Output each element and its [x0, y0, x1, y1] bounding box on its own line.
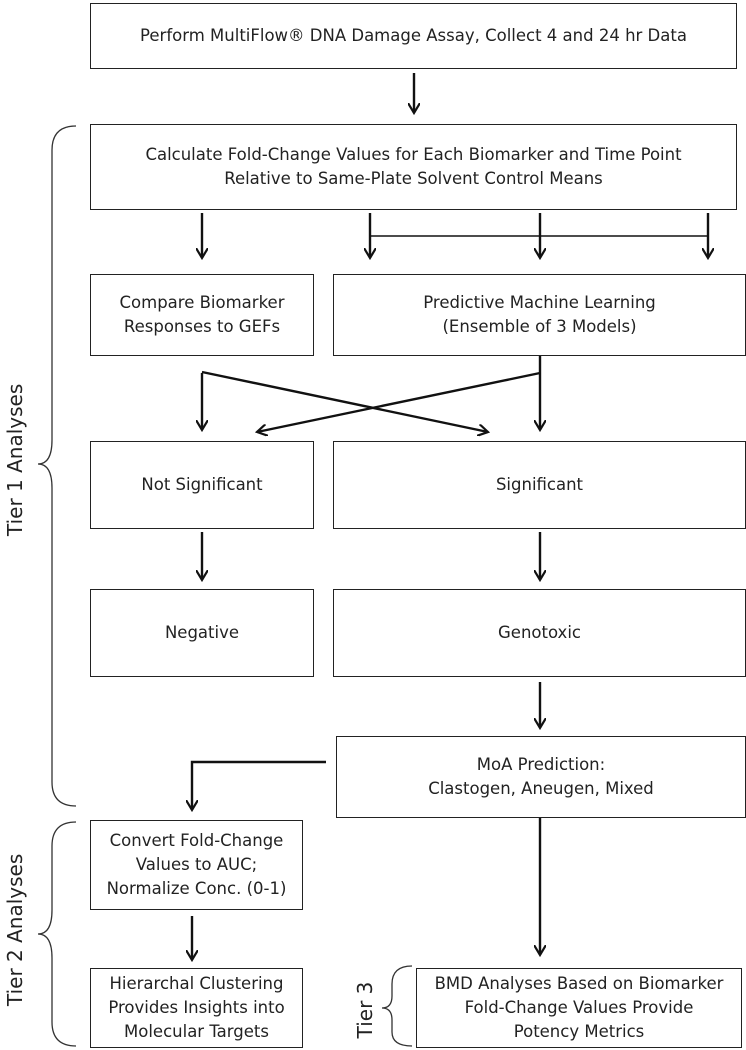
- tier1-label: Tier 1 Analyses: [3, 383, 27, 536]
- significant-box: Significant: [333, 441, 746, 529]
- predictive-machine-learning-box: Predictive Machine Learning (Ensemble of…: [333, 274, 746, 356]
- calculate-fold-change-box: Calculate Fold-Change Values for Each Bi…: [90, 124, 737, 210]
- compare-biomarker-box: Compare Biomarker Responses to GEFs: [90, 274, 314, 356]
- arrow-compare-to-significant: [201, 370, 488, 432]
- bmd-analyses-box: BMD Analyses Based on Biomarker Fold-Cha…: [416, 968, 742, 1048]
- moa-prediction-box: MoA Prediction: Clastogen, Aneugen, Mixe…: [336, 736, 746, 818]
- hierarchal-clustering-box: Hierarchal Clustering Provides Insights …: [90, 968, 303, 1048]
- tier2-label: Tier 2 Analyses: [3, 853, 27, 1006]
- not-significant-box: Not Significant: [90, 441, 314, 529]
- arrow-predictive-to-not-significant: [257, 371, 541, 432]
- perform-assay-box: Perform MultiFlow® DNA Damage Assay, Col…: [90, 3, 737, 69]
- tier3-label: Tier 3: [353, 981, 377, 1039]
- genotoxic-box: Genotoxic: [333, 589, 746, 677]
- tier2-bracket: [37, 821, 77, 1047]
- tier3-bracket: [381, 965, 413, 1047]
- arrow-moa-to-convert: [192, 760, 326, 810]
- negative-box: Negative: [90, 589, 314, 677]
- tier1-bracket: [37, 125, 77, 807]
- convert-fold-change-box: Convert Fold-Change Values to AUC; Norma…: [90, 820, 303, 910]
